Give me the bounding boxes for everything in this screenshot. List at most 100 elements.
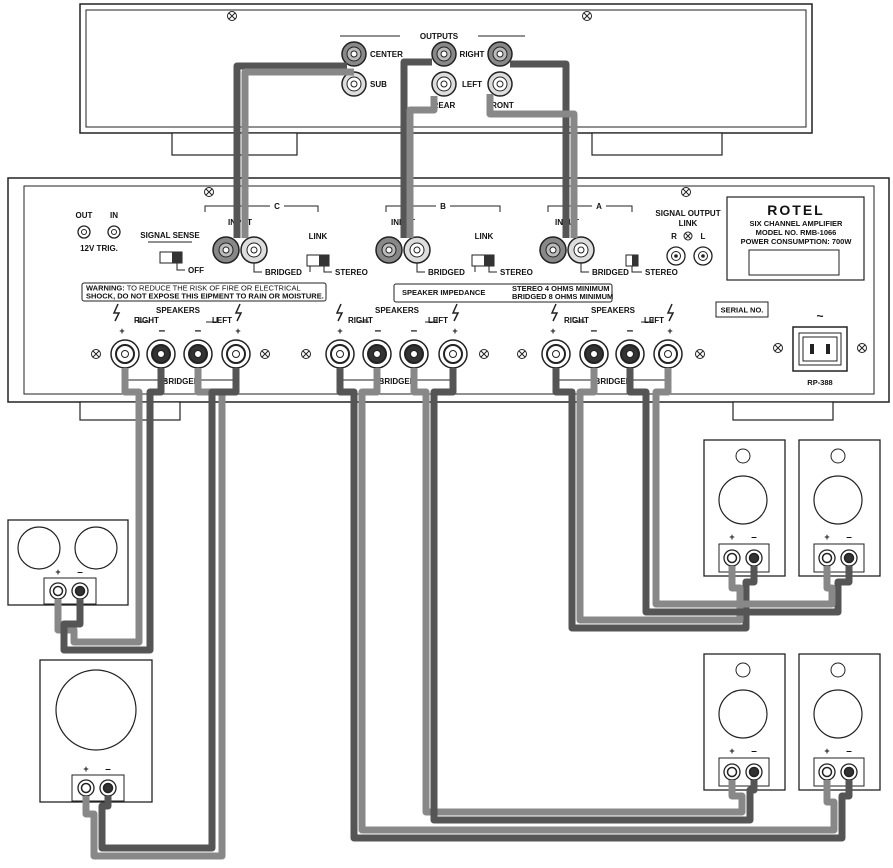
binding-post-b-right-pos[interactable] (325, 339, 355, 369)
input-b-right-jack[interactable] (403, 236, 431, 264)
ac-power-inlet[interactable] (792, 326, 848, 372)
input-c-right-jack[interactable] (240, 236, 268, 264)
link-c-label: LINK (309, 232, 328, 241)
svg-text:+: + (452, 326, 457, 336)
speaker-pos-terminal[interactable] (723, 549, 741, 567)
signal-output-r-jack[interactable] (666, 246, 686, 266)
lightning-icon (451, 303, 460, 322)
trigger-out-jack[interactable] (77, 225, 91, 239)
svg-text:+: + (337, 326, 342, 336)
screw-icon (582, 11, 592, 21)
binding-post-c-left-pos[interactable] (221, 339, 251, 369)
trigger-in-label: IN (110, 211, 118, 220)
impedance-stereo: STEREO 4 OHMS MINIMUM (512, 284, 610, 293)
rear-right-output-jack[interactable] (431, 41, 457, 67)
speaker-cables (54, 368, 853, 860)
speaker-neg-terminal[interactable] (745, 763, 763, 781)
cable-rear-left-pos (358, 368, 838, 834)
speakers-a-label: SPEAKERS (591, 306, 636, 315)
cable-sub-pos (82, 368, 226, 860)
signal-sense-label: SIGNAL SENSE (140, 231, 200, 240)
binding-post-a-left-pos[interactable] (653, 339, 683, 369)
speaker-neg-terminal[interactable] (745, 549, 763, 567)
lightning-icon (666, 303, 675, 322)
speaker-neg-terminal[interactable] (99, 779, 117, 797)
cable-front-right-pos (576, 368, 744, 624)
center-output-jack[interactable] (341, 41, 367, 67)
cable-rear-left (406, 96, 438, 238)
sub-output-jack[interactable] (341, 71, 367, 97)
speaker-pos-terminal[interactable] (818, 763, 836, 781)
binding-post-a-right-pos[interactable] (541, 339, 571, 369)
binding-post-b-left-neg[interactable] (399, 339, 429, 369)
sub-label: SUB (370, 80, 387, 89)
bridged-spk-a-label: BRIDGED (595, 377, 632, 386)
amplifier-unit: OUT IN 12V TRIG. SIGNAL SENSE OFF C INPU… (7, 177, 890, 421)
rear-label: REAR (433, 101, 456, 110)
front-right-output-jack[interactable] (487, 41, 513, 67)
cable-rear-right (400, 58, 432, 238)
screw-icon (681, 187, 691, 197)
svg-text:–: – (751, 746, 757, 757)
binding-post-a-left-neg[interactable] (615, 339, 645, 369)
svg-text:+: + (55, 567, 60, 577)
front-left-output-jack[interactable] (487, 71, 513, 97)
binding-post-c-left-neg[interactable] (183, 339, 213, 369)
speaker-neg-terminal[interactable] (71, 582, 89, 600)
screw-icon (260, 349, 270, 359)
binding-post-a-right-neg[interactable] (579, 339, 609, 369)
signal-output-link-label: SIGNAL OUTPUT (655, 209, 720, 218)
rear-left-output-jack[interactable] (431, 71, 457, 97)
input-b-left-jack[interactable] (375, 236, 403, 264)
lightning-icon (234, 303, 243, 322)
channel-b-label: B (440, 202, 446, 211)
left-label: LEFT (462, 80, 482, 89)
cable-rear-right-neg (430, 368, 758, 824)
part-number: RP-388 (807, 378, 832, 387)
input-a-right-jack[interactable] (567, 236, 595, 264)
center-label: CENTER (370, 50, 403, 59)
warning-line-2: SHOCK, DO NOT EXPOSE THIS EIPMENT TO RAI… (86, 292, 324, 301)
subwoofer: + – (39, 659, 153, 803)
signal-output-l-jack[interactable] (693, 246, 713, 266)
bridged-b-label: BRIDGED (428, 268, 465, 277)
link-a-switch[interactable] (625, 254, 639, 267)
cable-front-left-neg (626, 368, 853, 616)
svg-text:+: + (83, 764, 88, 774)
input-c-left-jack[interactable] (212, 236, 240, 264)
speakers-b-label: SPEAKERS (375, 306, 420, 315)
signal-sense-switch[interactable] (159, 251, 183, 264)
speaker-pos-terminal[interactable] (723, 763, 741, 781)
speakers-c-label: SPEAKERS (156, 306, 201, 315)
link-b-switch[interactable] (471, 254, 495, 267)
stereo-a-label: STEREO (645, 268, 678, 277)
interconnect-cables (233, 58, 578, 238)
spk-a-right-label: RIGHT (564, 316, 589, 325)
spk-a-left-label: LEFT (644, 316, 664, 325)
speaker-pos-terminal[interactable] (818, 549, 836, 567)
speaker-neg-terminal[interactable] (840, 549, 858, 567)
impedance-label: SPEAKER IMPEDANCE (402, 288, 485, 297)
processor-unit: OUTPUTS CENTER SUB RIGHT LEFT REAR FRONT (79, 3, 813, 156)
binding-post-b-right-neg[interactable] (362, 339, 392, 369)
binding-post-c-right-pos[interactable] (110, 339, 140, 369)
ac-symbol: ~ (816, 309, 823, 323)
rear-left-speaker: + – (798, 653, 881, 791)
signal-output-link-label-2: LINK (679, 219, 698, 228)
speaker-pos-terminal[interactable] (49, 582, 67, 600)
svg-text:+: + (729, 532, 734, 542)
cable-sub-neg (98, 368, 240, 852)
input-a-left-jack[interactable] (539, 236, 567, 264)
speaker-pos-terminal[interactable] (77, 779, 95, 797)
trigger-in-jack[interactable] (107, 225, 121, 239)
r-label: R (671, 232, 677, 241)
link-c-switch[interactable] (306, 254, 330, 267)
binding-post-b-left-pos[interactable] (438, 339, 468, 369)
binding-post-c-right-neg[interactable] (146, 339, 176, 369)
cable-front-left-pos (652, 368, 836, 608)
front-label: FRONT (486, 101, 514, 110)
speaker-terminals-c: SPEAKERS RIGHT LEFT + – – + BRIDGED (91, 303, 270, 386)
front-right-speaker: + – (703, 439, 786, 577)
speaker-neg-terminal[interactable] (840, 763, 858, 781)
